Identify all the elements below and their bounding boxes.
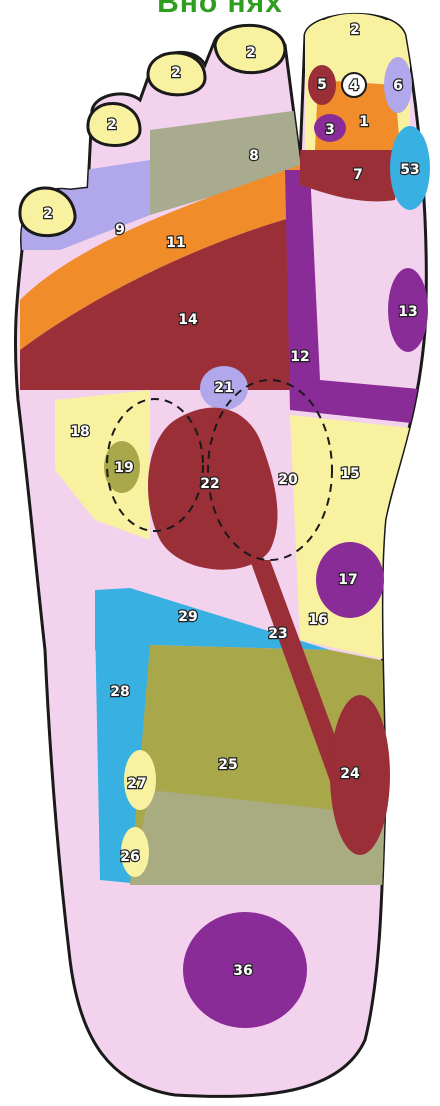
label-18: 18 [70, 424, 89, 440]
label-19: 19 [114, 460, 133, 476]
label-2-toe5: 2 [43, 206, 53, 222]
label-3: 3 [325, 122, 335, 138]
label-5: 5 [317, 77, 327, 93]
label-15: 15 [340, 466, 359, 482]
label-23: 23 [268, 626, 287, 642]
label-20: 20 [278, 472, 298, 488]
label-2-toe1: 2 [350, 22, 360, 38]
label-14: 14 [178, 312, 198, 328]
label-9: 9 [115, 222, 125, 238]
label-2-toe4: 2 [107, 117, 117, 133]
label-25: 25 [218, 757, 237, 773]
label-26: 26 [120, 849, 139, 865]
zone-24-shape [330, 695, 390, 855]
label-4: 4 [349, 78, 359, 94]
label-21: 21 [214, 380, 233, 396]
label-8: 8 [249, 148, 259, 164]
label-2-toe2: 2 [246, 45, 256, 61]
label-7: 7 [353, 167, 363, 183]
zone-15-region [290, 415, 430, 670]
label-22: 22 [200, 476, 219, 492]
label-28: 28 [110, 684, 129, 700]
label-11: 11 [166, 235, 185, 251]
label-12: 12 [290, 349, 309, 365]
label-24: 24 [340, 766, 360, 782]
label-16: 16 [308, 612, 327, 628]
label-27: 27 [127, 776, 146, 792]
label-36: 36 [233, 963, 252, 979]
label-2-toe3: 2 [171, 65, 181, 81]
label-17: 17 [338, 572, 357, 588]
label-6: 6 [393, 78, 403, 94]
label-1: 1 [359, 114, 369, 130]
label-13: 13 [398, 304, 417, 320]
label-29: 29 [178, 609, 197, 625]
label-53: 53 [400, 162, 419, 178]
